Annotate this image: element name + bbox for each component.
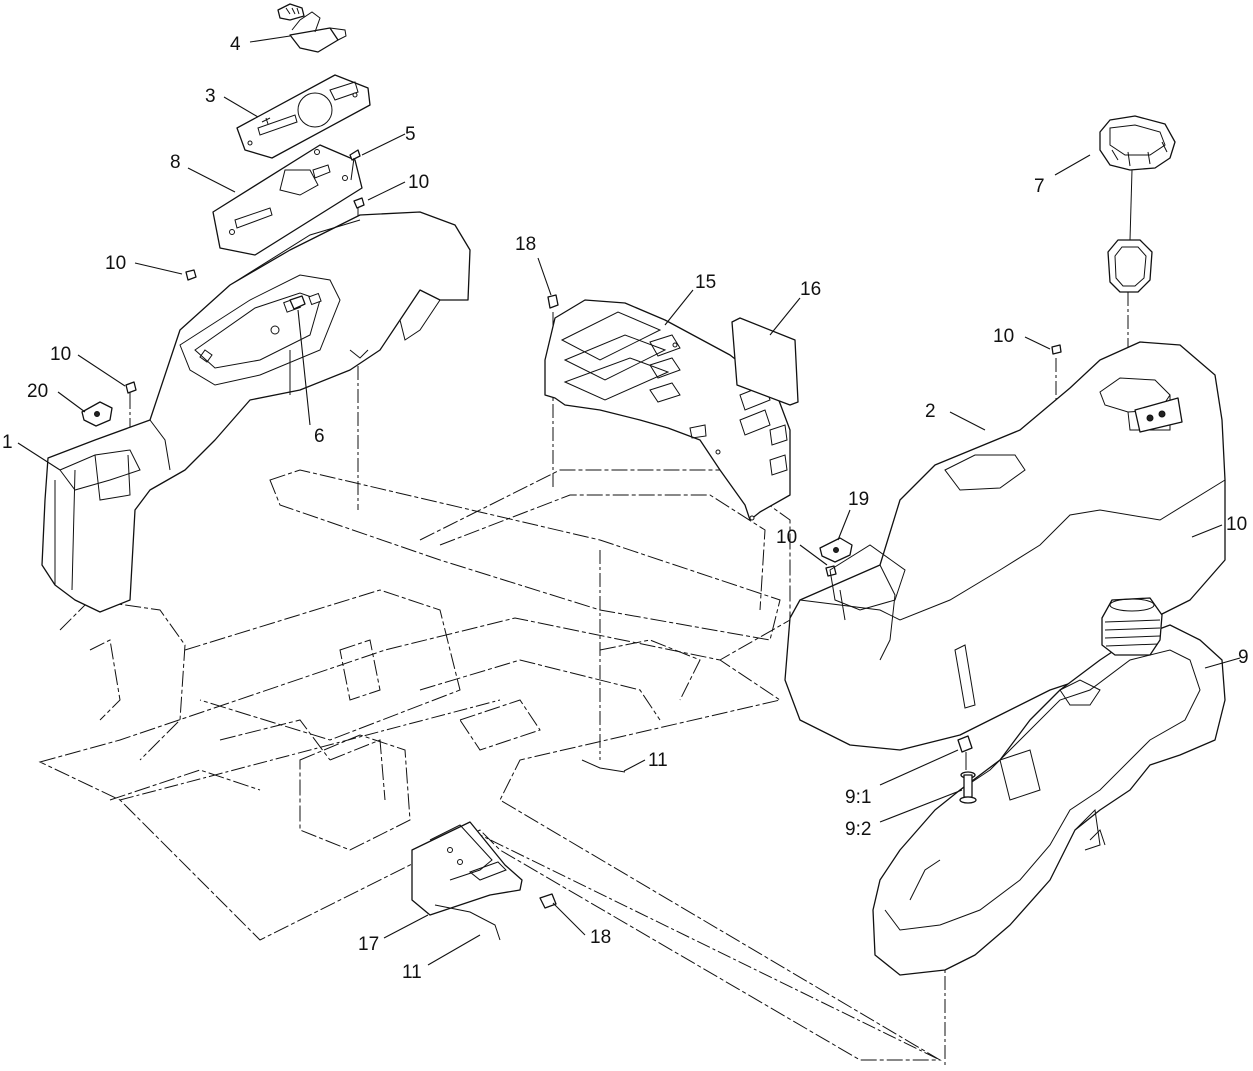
callout-labels: 4 3 5 8 10 10 10 20 1 6 18 15 16 7 10 2 … [2, 34, 1249, 983]
callout-10-pod: 10 [50, 344, 71, 365]
fuel-fittings [957, 735, 977, 804]
callout-15: 15 [695, 272, 716, 293]
leader-lines [17, 35, 1241, 966]
callout-2: 2 [925, 401, 936, 422]
fuel-cap [1099, 115, 1176, 293]
screw-10-right-top [1051, 344, 1062, 355]
bracket-6 [289, 295, 306, 310]
fuel-tank [872, 597, 1226, 976]
callout-18-top: 18 [515, 234, 536, 255]
callout-17: 17 [358, 934, 379, 955]
callout-10-left: 10 [105, 253, 126, 274]
callout-8: 8 [170, 152, 181, 173]
seat-plate [544, 299, 791, 521]
callout-20: 20 [27, 381, 48, 402]
callout-7: 7 [1034, 176, 1045, 197]
screw-10-console [353, 197, 365, 209]
screw-10-right-lower [825, 565, 837, 577]
spring-wire-11 [434, 759, 626, 941]
callout-16: 16 [800, 279, 821, 300]
bolt-18-bottom [539, 893, 557, 909]
callout-10-right-top: 10 [993, 326, 1014, 347]
screw-10-pod [125, 381, 137, 400]
callout-3: 3 [205, 86, 216, 107]
console-panel [212, 144, 363, 256]
throttle-lever [277, 3, 347, 53]
callout-19: 19 [848, 489, 869, 510]
bracket-17 [411, 821, 523, 916]
callout-9: 9 [1238, 647, 1249, 668]
mower-frame [38, 469, 942, 1061]
bracket-19 [819, 537, 853, 563]
callout-10-right-lower: 10 [776, 527, 797, 548]
screws [125, 149, 1191, 909]
screw-10-left [185, 269, 197, 281]
callout-4: 4 [230, 34, 241, 55]
callout-11-bottom: 11 [402, 962, 422, 983]
callout-1: 1 [2, 432, 13, 453]
callout-18-bottom: 18 [590, 927, 611, 948]
bolt-18-top [547, 294, 559, 309]
callout-10-console: 10 [408, 172, 429, 193]
callout-9-1: 9:1 [845, 787, 871, 808]
console-decal [236, 74, 371, 159]
callout-10-right-side: 10 [1226, 514, 1247, 535]
bracket-20 [81, 401, 113, 427]
screw-5 [349, 149, 361, 181]
callout-9-2: 9:2 [845, 819, 871, 840]
callout-11-top: 11 [648, 750, 668, 771]
warning-decal [731, 317, 799, 406]
callout-6: 6 [314, 426, 325, 447]
callout-5: 5 [405, 124, 416, 145]
